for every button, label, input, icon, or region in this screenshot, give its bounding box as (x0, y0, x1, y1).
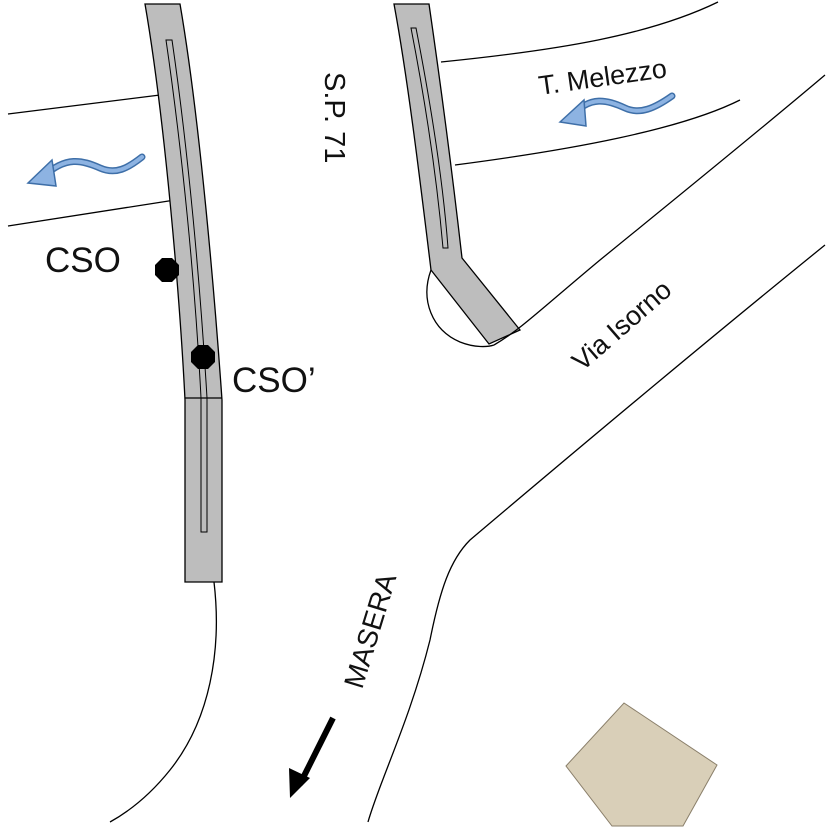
label-stream: T. Melezzo (537, 53, 669, 101)
label-cso-prime: CSO’ (232, 361, 316, 400)
label-cso: CSO (45, 241, 121, 280)
label-direction-masera: MASERA (338, 569, 402, 691)
stream-flow-arrow-left-icon (26, 153, 146, 187)
road-edges (109, 74, 826, 823)
building (565, 702, 718, 827)
label-road-sp71: S.P. 71 (318, 72, 350, 163)
left-railway (144, 3, 223, 583)
stream-left-banks (7, 94, 176, 227)
label-road-via-isorno: Via Isorno (566, 274, 677, 376)
cso-marker-icon (155, 258, 179, 282)
right-railway (393, 3, 522, 345)
cso-prime-marker-icon (191, 345, 215, 369)
stream-right-banks (440, 1, 741, 166)
direction-arrow-masera-icon (289, 716, 336, 798)
railway-turnout (426, 269, 495, 348)
stream-flow-arrow-right-icon (558, 92, 676, 127)
